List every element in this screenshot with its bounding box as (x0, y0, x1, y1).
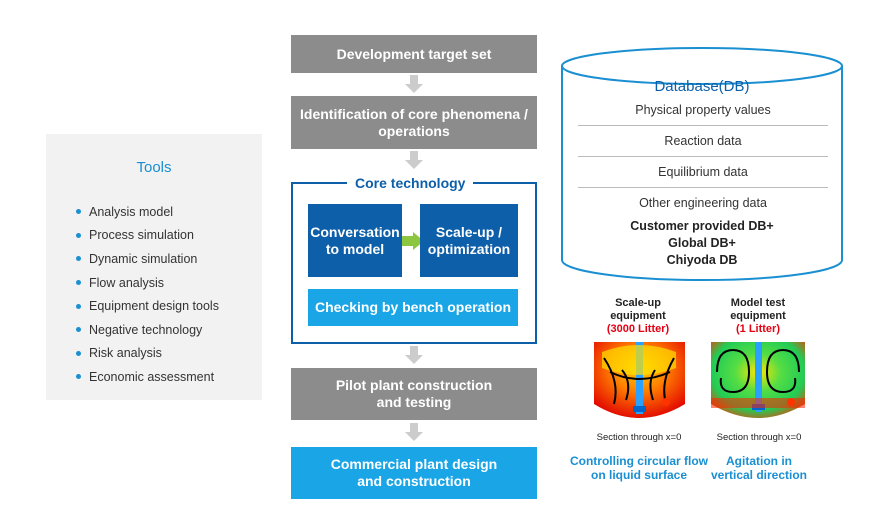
database-row: Other engineering data (639, 196, 767, 210)
database-title: Database(DB) (654, 78, 750, 95)
tools-list-item: Risk analysis (76, 342, 219, 366)
tools-panel: Tools Analysis model Process simulation … (46, 134, 262, 400)
model-equipment-title: Model test equipment (1 Litter) (703, 297, 813, 336)
tools-list-item: Economic assessment (76, 365, 219, 389)
database-source: Customer provided DB+ (630, 219, 774, 233)
database-divider (578, 187, 828, 188)
scaleup-flow-simulation-image (594, 342, 685, 418)
bullet-icon (76, 303, 81, 309)
bullet-icon (76, 327, 81, 333)
identification-box: Identification of core phenomena / opera… (291, 96, 537, 149)
bullet-icon (76, 209, 81, 215)
tools-list: Analysis model Process simulation Dynami… (76, 200, 219, 389)
tools-list-item: Flow analysis (76, 271, 219, 295)
tools-title: Tools (136, 159, 172, 176)
tools-list-item: Analysis model (76, 200, 219, 224)
scaleup-volume: (3000 Litter) (606, 323, 670, 335)
commercial-plant-box: Commercial plant design and construction (291, 447, 537, 499)
tools-list-item: Dynamic simulation (76, 247, 219, 271)
right-arrow-icon (402, 232, 424, 250)
database-cylinder: Database(DB) Physical property values Re… (560, 46, 844, 284)
down-arrow-icon (405, 75, 423, 93)
down-arrow-icon (405, 346, 423, 364)
down-arrow-icon (405, 423, 423, 441)
tools-list-item: Equipment design tools (76, 294, 219, 318)
database-divider (578, 125, 828, 126)
development-target-box: Development target set (291, 35, 537, 73)
core-technology-title: Core technology (347, 173, 474, 193)
database-source: Global DB+ (668, 236, 736, 250)
tools-list-item: Process simulation (76, 224, 219, 248)
model-flow-simulation-image (711, 342, 805, 418)
model-volume: (1 Litter) (735, 323, 781, 335)
scaleup-section-caption: Section through x=0 (596, 432, 682, 443)
database-row: Reaction data (664, 134, 742, 148)
bullet-icon (76, 374, 81, 380)
model-caption: Agitation in vertical direction (710, 454, 808, 482)
bench-operation-box: Checking by bench operation (308, 289, 518, 326)
tools-list-item: Negative technology (76, 318, 219, 342)
database-row: Equilibrium data (658, 165, 748, 179)
scaleup-caption: Controlling circular flow on liquid surf… (569, 454, 708, 482)
database-row: Physical property values (635, 103, 771, 117)
database-source: Chiyoda DB (666, 253, 738, 267)
bullet-icon (76, 232, 81, 238)
scaleup-optimization-box: Scale-up / optimization (420, 204, 518, 277)
pilot-plant-box: Pilot plant construction and testing (291, 368, 537, 420)
model-section-caption: Section through x=0 (716, 432, 802, 443)
scaleup-equipment-title: Scale-up equipment (3000 Litter) (583, 297, 693, 336)
bullet-icon (76, 280, 81, 286)
core-technology-frame: Core technology (291, 173, 537, 344)
conversation-to-model-box: Conversation to model (308, 204, 402, 277)
database-divider (578, 156, 828, 157)
bullet-icon (76, 256, 81, 262)
cylinder-shape (561, 47, 843, 281)
bullet-icon (76, 350, 81, 356)
down-arrow-icon (405, 151, 423, 169)
